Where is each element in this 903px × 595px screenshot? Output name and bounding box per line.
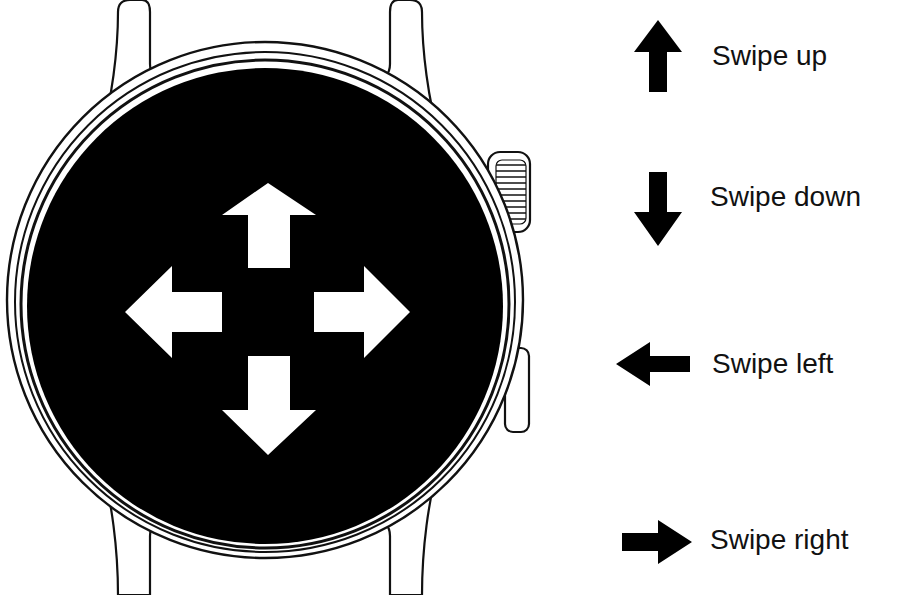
- bezel-ring: [15, 52, 515, 552]
- legend-arrows: [616, 20, 692, 564]
- bezel-ring: [21, 60, 509, 548]
- watch-case: [7, 42, 523, 558]
- legend-text: Swipe up: [712, 41, 827, 72]
- legend-text: Swipe down: [710, 182, 861, 213]
- legend-text: Swipe left: [712, 349, 833, 380]
- legend-text: Swipe right: [710, 525, 849, 556]
- watch-screen: [27, 68, 503, 544]
- screen-arrows: [125, 183, 410, 455]
